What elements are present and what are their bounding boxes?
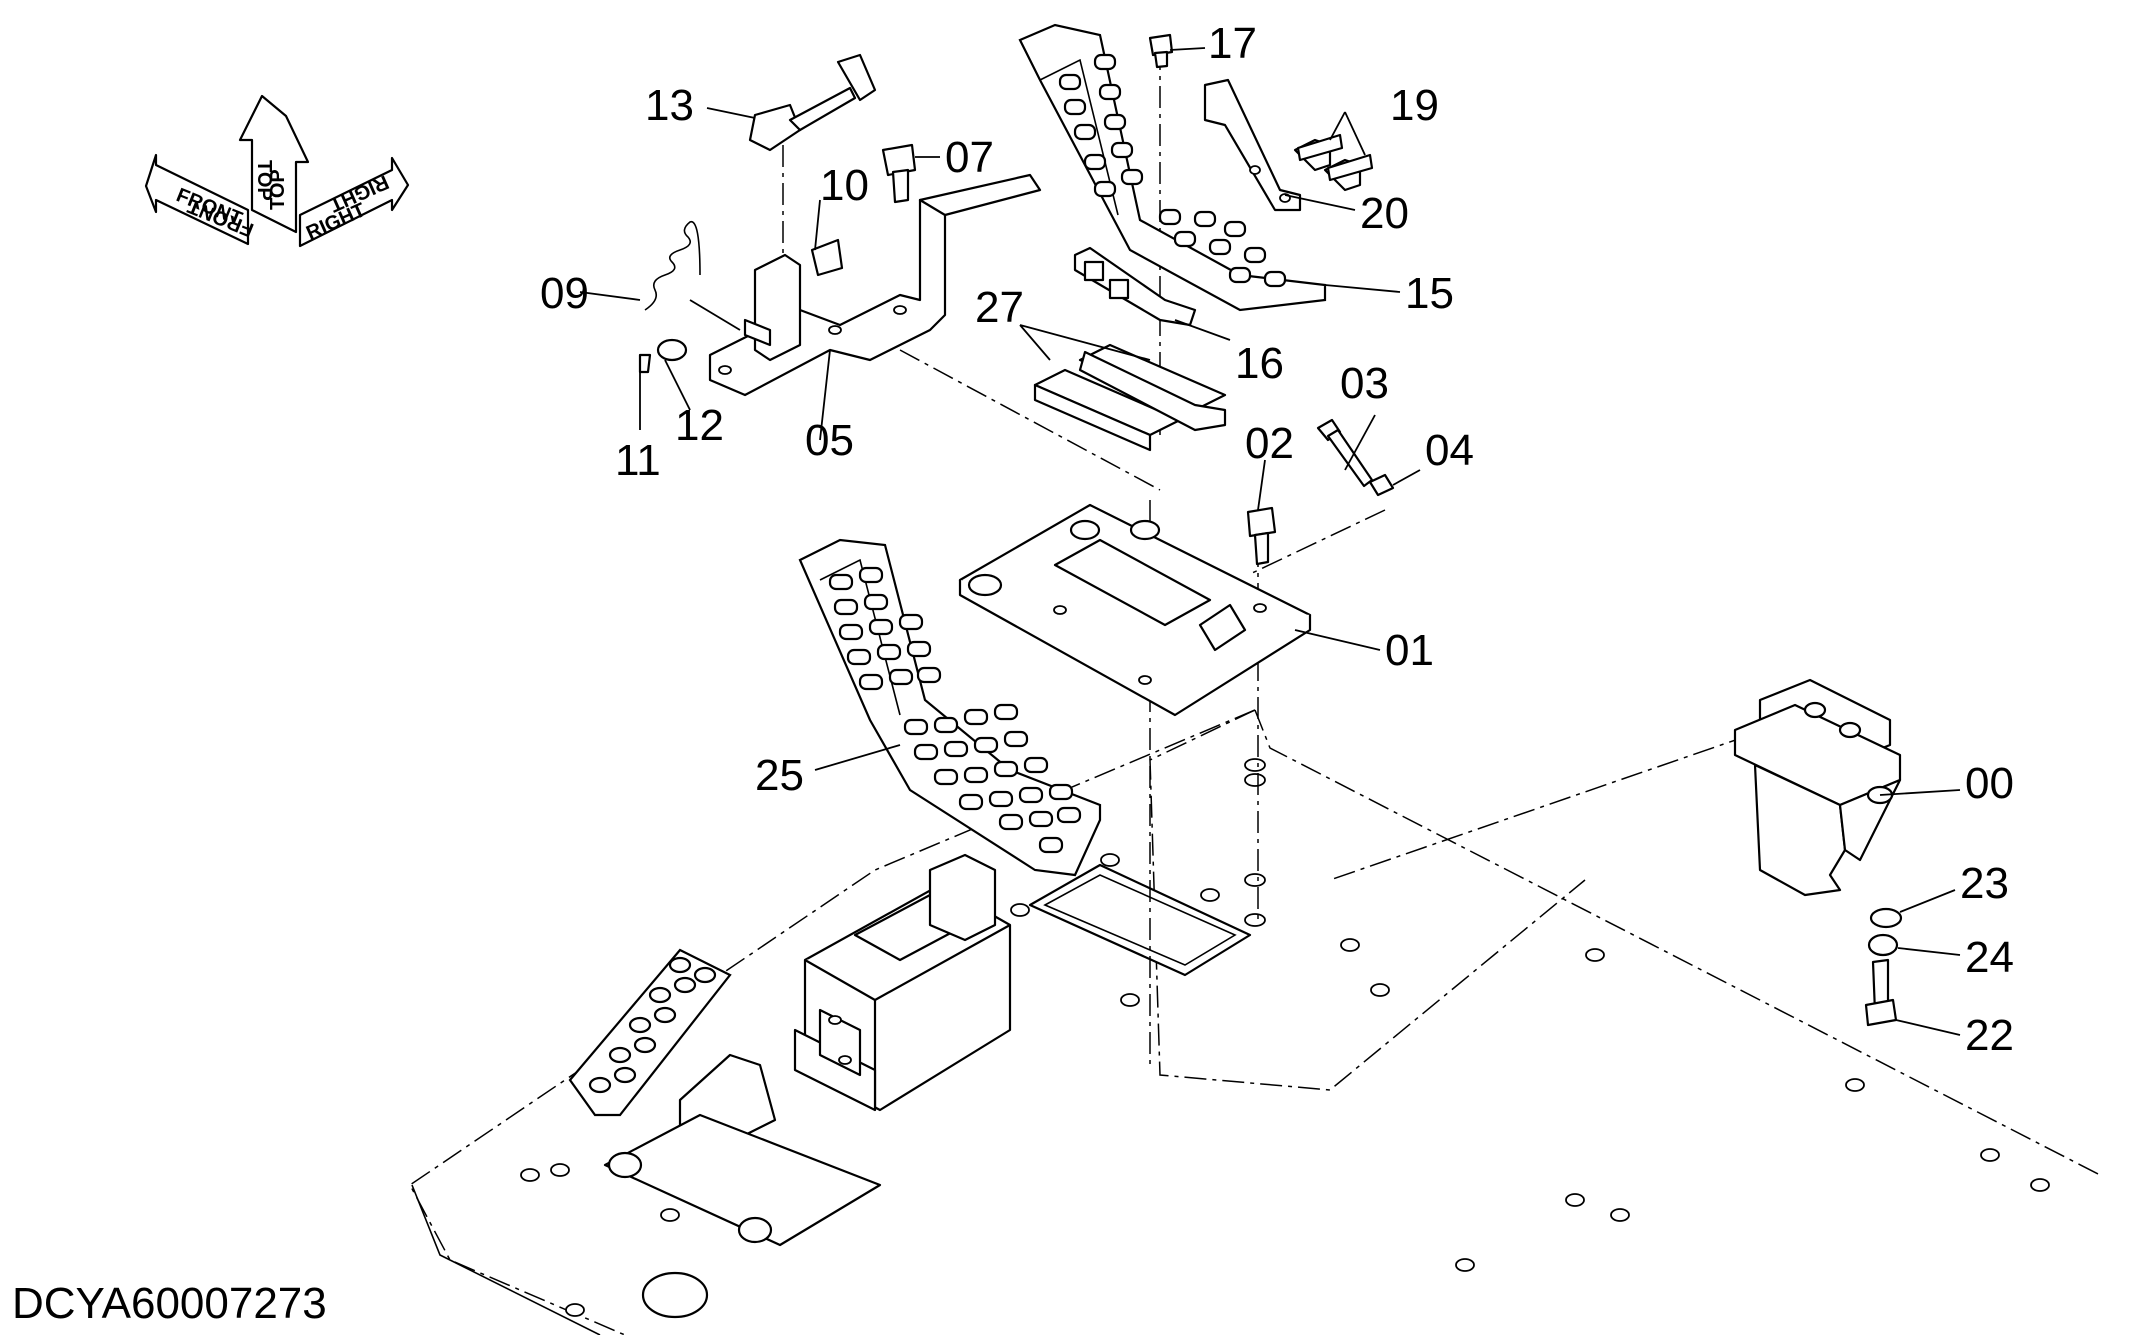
pin-11 xyxy=(638,353,652,374)
washer-23 xyxy=(1869,907,1903,929)
callout-09: 09 xyxy=(540,269,589,318)
callout-24: 24 xyxy=(1965,933,2014,982)
callout-25: 25 xyxy=(755,751,804,800)
bolt-03 xyxy=(1316,418,1374,488)
pad-27 xyxy=(1033,343,1227,452)
callout-13: 13 xyxy=(645,81,694,130)
callout-05: 05 xyxy=(805,416,854,465)
top-arrow xyxy=(238,94,310,234)
hinge-16 xyxy=(1073,246,1197,327)
small-pedal-holes xyxy=(588,956,717,1094)
right-arrow xyxy=(298,156,410,248)
callout-17: 17 xyxy=(1208,19,1257,68)
callout-04: 04 xyxy=(1425,426,1474,475)
washer-24 xyxy=(1867,933,1899,957)
callout-15: 15 xyxy=(1405,269,1454,318)
callout-12: 12 xyxy=(675,401,724,450)
pedal-25-studs xyxy=(828,566,1082,854)
callout-02: 02 xyxy=(1245,419,1294,468)
floor-round-cover xyxy=(641,1271,709,1319)
spring-09 xyxy=(644,221,701,311)
callouts: 00 01 02 03 04 05 07 09 10 11 12 13 15 1… xyxy=(540,19,2014,1060)
callout-01: 01 xyxy=(1385,626,1434,675)
pin-10 xyxy=(810,238,844,277)
callout-03: 03 xyxy=(1340,359,1389,408)
callout-00: 00 xyxy=(1965,759,2014,808)
callout-10: 10 xyxy=(820,161,869,210)
callout-19: 19 xyxy=(1390,81,1439,130)
front-arrow xyxy=(144,153,250,246)
bolt-02 xyxy=(1246,506,1277,566)
callout-11: 11 xyxy=(615,436,661,485)
floor-opening xyxy=(1028,863,1252,977)
nut-04 xyxy=(1368,473,1395,497)
bolt-07 xyxy=(881,143,917,204)
plate-01 xyxy=(958,503,1312,717)
bolts-19 xyxy=(1293,133,1374,192)
bolt-22 xyxy=(1864,958,1898,1027)
bracket-05 xyxy=(708,173,1042,397)
bolt-17 xyxy=(1148,33,1174,69)
callout-16: 16 xyxy=(1235,339,1284,388)
leader-lines xyxy=(579,47,1961,1036)
pedal-valve-assembly xyxy=(568,853,1012,1247)
pedal-15 xyxy=(1018,23,1327,312)
callout-22: 22 xyxy=(1965,1011,2014,1060)
callout-20: 20 xyxy=(1360,189,1409,238)
valve-00 xyxy=(1733,678,1902,897)
direction-indicator: FRONT FRONT TOP TOP RIGHT RIGHT xyxy=(144,94,410,248)
top-label-mirror: TOP xyxy=(267,169,289,210)
bracket-20 xyxy=(1203,78,1302,212)
pin-13 xyxy=(748,53,877,152)
pedal-15-studs xyxy=(1058,53,1287,288)
callout-07: 07 xyxy=(945,133,994,182)
top-label: TOP xyxy=(253,160,275,201)
washer-12 xyxy=(656,338,688,362)
pedal-25 xyxy=(798,538,1102,877)
callout-23: 23 xyxy=(1960,859,2009,908)
drawing-code: DCYA60007273 xyxy=(12,1279,327,1328)
callout-27: 27 xyxy=(975,283,1024,332)
